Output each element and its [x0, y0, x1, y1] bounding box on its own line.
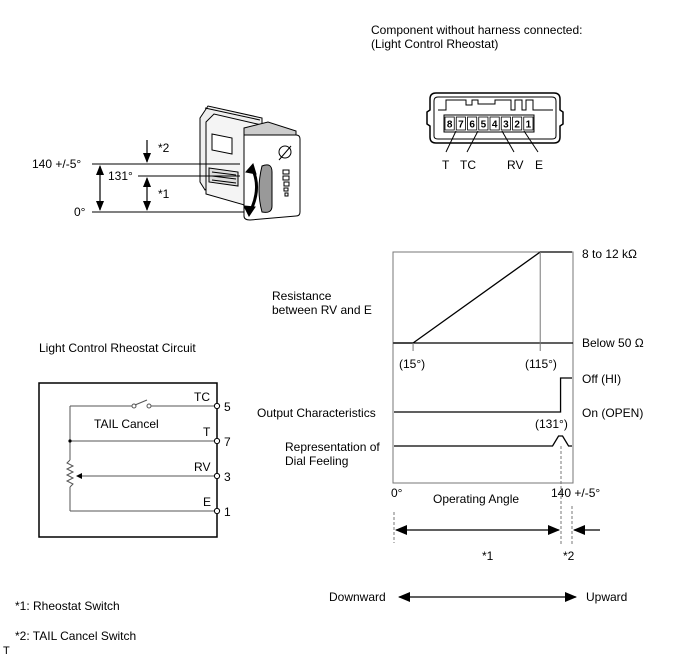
legend-item-2: *2: TAIL Cancel Switch — [15, 629, 136, 643]
connector-pin-number: 8 — [447, 120, 453, 131]
series-label-dial-1: Representation of — [285, 440, 380, 454]
connector-leader-lines — [445, 130, 539, 153]
annotation-115deg: (115°) — [525, 357, 557, 371]
direction-left-label: Downward — [329, 590, 386, 604]
circuit-wires — [65, 399, 214, 512]
connector-pin-number: 7 — [458, 120, 464, 131]
connector-pin-number: 5 — [481, 120, 487, 131]
marker-upper: *2 — [158, 141, 170, 155]
series-label-output: Output Characteristics — [257, 406, 376, 420]
chart-frame — [392, 251, 574, 484]
circuit-section: Light Control Rheostat Circuit — [38, 341, 231, 538]
legend: *1: Rheostat Switch *2: TAIL Cancel Swit… — [3, 599, 136, 657]
connector-pin-number: 1 — [526, 120, 532, 131]
series-label-resistance-1: Resistance — [272, 289, 332, 303]
terminal-pin-e: 1 — [224, 505, 231, 519]
connector-section: Component without harness connected: (Li… — [371, 23, 582, 172]
connector-title-line2: (Light Control Rheostat) — [371, 37, 498, 51]
output-series-line — [394, 377, 572, 413]
angle-label-top: 140 +/-5° — [32, 157, 81, 171]
range-marker-2: *2 — [563, 549, 575, 563]
rheostat-switch-illustration — [199, 105, 301, 221]
series-label-dial-2: Dial Feeling — [285, 454, 348, 468]
annotation-131deg: (131°) — [535, 417, 568, 431]
junction-dot — [68, 439, 72, 443]
x-end-label: 140 +/-5° — [551, 486, 600, 500]
x-start-label: 0° — [391, 486, 403, 500]
level-label-high-resistance: 8 to 12 kΩ — [582, 247, 637, 261]
terminal-name-t: T — [203, 425, 211, 439]
level-label-low-resistance: Below 50 Ω — [582, 336, 644, 350]
angle-arrows — [96, 140, 151, 211]
direction-right-label: Upward — [586, 590, 627, 604]
annotation-15deg: (15°) — [399, 357, 425, 371]
terminal-name-e: E — [203, 495, 211, 509]
connector-pin-number: 3 — [503, 120, 509, 131]
connector-label-rv: RV — [507, 158, 523, 172]
terminal-name-tc: TC — [194, 390, 210, 404]
connector-pin-cell — [512, 116, 523, 131]
connector-label-t: T — [442, 158, 450, 172]
range-marker-1: *1 — [482, 549, 494, 563]
terminal-pin-t: 7 — [224, 435, 231, 449]
x-axis-title: Operating Angle — [433, 492, 519, 506]
terminal-name-rv: RV — [194, 460, 210, 474]
resistance-series-line — [394, 251, 572, 344]
connector-pin-number: 6 — [469, 120, 475, 131]
switch-view-section: 140 +/-5° 131° 0° *2 *1 — [32, 105, 301, 221]
circuit-box — [38, 382, 218, 538]
connector-pin-cell — [489, 116, 500, 131]
level-label-off: Off (HI) — [582, 372, 621, 386]
connector-pin-number: 4 — [492, 120, 498, 131]
marker-lower: *1 — [158, 187, 170, 201]
connector-pin-cell — [467, 116, 478, 131]
terminal-pin-tc: 5 — [224, 400, 231, 414]
characteristics-chart: Resistance between RV and E Output Chara… — [257, 247, 644, 604]
connector-pin-cell — [444, 116, 455, 131]
terminal-circles — [213, 402, 221, 515]
angle-label-mid: 131° — [108, 169, 133, 183]
range-guides — [393, 446, 573, 546]
angle-reference-lines — [92, 163, 244, 213]
chart-marks — [393, 251, 573, 447]
series-label-resistance-2: between RV and E — [272, 303, 372, 317]
dial-feeling-series-line — [394, 435, 572, 447]
connector-title-line1: Component without harness connected: — [371, 23, 582, 37]
terminal-pin-rv: 3 — [224, 470, 231, 484]
connector-pin-cell — [523, 116, 534, 131]
connector-pin-cell — [478, 116, 489, 131]
legend-item-1: *1: Rheostat Switch — [15, 599, 120, 613]
connector-label-e: E — [535, 158, 543, 172]
footer-mark: T — [3, 645, 10, 657]
wiper-arrow-icon — [76, 473, 82, 479]
tail-cancel-label: TAIL Cancel — [94, 417, 159, 431]
connector-pin-cell — [500, 116, 511, 131]
connector-pin-number: 2 — [514, 120, 520, 131]
connector-label-tc: TC — [460, 158, 476, 172]
level-label-on: On (OPEN) — [582, 406, 643, 420]
angle-label-bottom: 0° — [74, 205, 86, 219]
circuit-title: Light Control Rheostat Circuit — [39, 341, 196, 355]
connector-pin-cell — [455, 116, 466, 131]
